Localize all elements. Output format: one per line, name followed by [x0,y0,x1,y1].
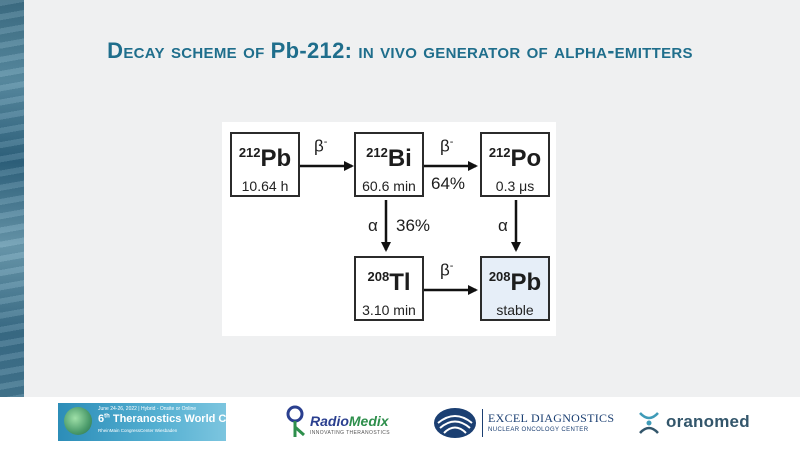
label-bi212-po212-branch: 64% [431,174,466,193]
node-symbol: 212Bi [366,145,412,172]
node-pb212: 212Pb 10.64 h [230,132,300,197]
radiomedix-logo: RadioMedix INNOVATING THERANOSTICS [282,403,402,443]
label-bi212-po212-mode: β- [440,136,454,156]
label-po212-pb208-mode: α [498,216,508,235]
node-symbol: 208Pb [488,269,542,296]
congress-date-line: June 24-26, 2022 | Hybrid - Onsite or On… [98,406,197,412]
congress-name: 6th Theranostics World Congress [98,413,226,425]
logo-divider [482,409,483,437]
oranomed-mark-icon [639,412,659,434]
radiomedix-tagline: INNOVATING THERANOSTICS [310,430,391,436]
node-symbol: 212Po [488,145,542,172]
sponsor-footer: June 24-26, 2022 | Hybrid - Onsite or On… [0,397,800,450]
node-pb208: 208Pb stable [480,256,550,321]
congress-venue-line: RheinMain CongressCenter Wiesbaden [98,428,178,433]
radiomedix-name: RadioMedix [310,413,389,429]
globe-icon [64,407,92,435]
label-pb212-bi212-mode: β- [314,136,328,156]
node-symbol: 212Pb [238,145,292,172]
title-part-2: in vivo generator of alpha-emitters [352,40,693,63]
theranostics-world-congress-logo: June 24-26, 2022 | Hybrid - Onsite or On… [58,403,226,441]
title-initial: D [107,38,124,63]
node-half-life: stable [496,302,534,318]
decorative-side-strip [0,0,24,450]
oranomed-name: oranomed [666,412,750,431]
label-tl208-pb208-mode: β- [440,260,454,280]
title-nuclide: Pb-212: [270,38,353,63]
excel-diagnostics-name: EXCEL DIAGNOSTICS [488,411,615,425]
label-bi212-tl208-mode: α [368,216,378,235]
node-symbol: 208Tl [367,269,411,296]
decay-scheme-diagram: 212Pb 10.64 h 212Bi 60.6 min 212Po 0.3 μ… [222,122,556,336]
node-po212: 212Po 0.3 μs [480,132,550,197]
node-tl208: 208Tl 3.10 min [354,256,424,321]
excel-diagnostics-logo: EXCEL DIAGNOSTICS NUCLEAR ONCOLOGY CENTE… [432,405,614,441]
oranomed-logo: oranomed [636,407,768,439]
title-part-1: ecay scheme of [123,40,271,63]
excel-diagnostics-subtitle: NUCLEAR ONCOLOGY CENTER [488,427,589,433]
excel-diagnostics-emblem-icon [434,408,476,438]
node-half-life: 3.10 min [362,302,416,318]
radiomedix-mark-icon [286,405,305,437]
node-half-life: 10.64 h [241,178,289,194]
node-bi212: 212Bi 60.6 min [354,132,424,197]
decay-arrows [300,161,521,295]
label-bi212-tl208-branch: 36% [396,216,431,235]
node-half-life: 60.6 min [362,178,416,194]
slide-title: Decay scheme of Pb-212: in vivo generato… [0,38,800,64]
node-half-life: 0.3 μs [495,178,535,194]
